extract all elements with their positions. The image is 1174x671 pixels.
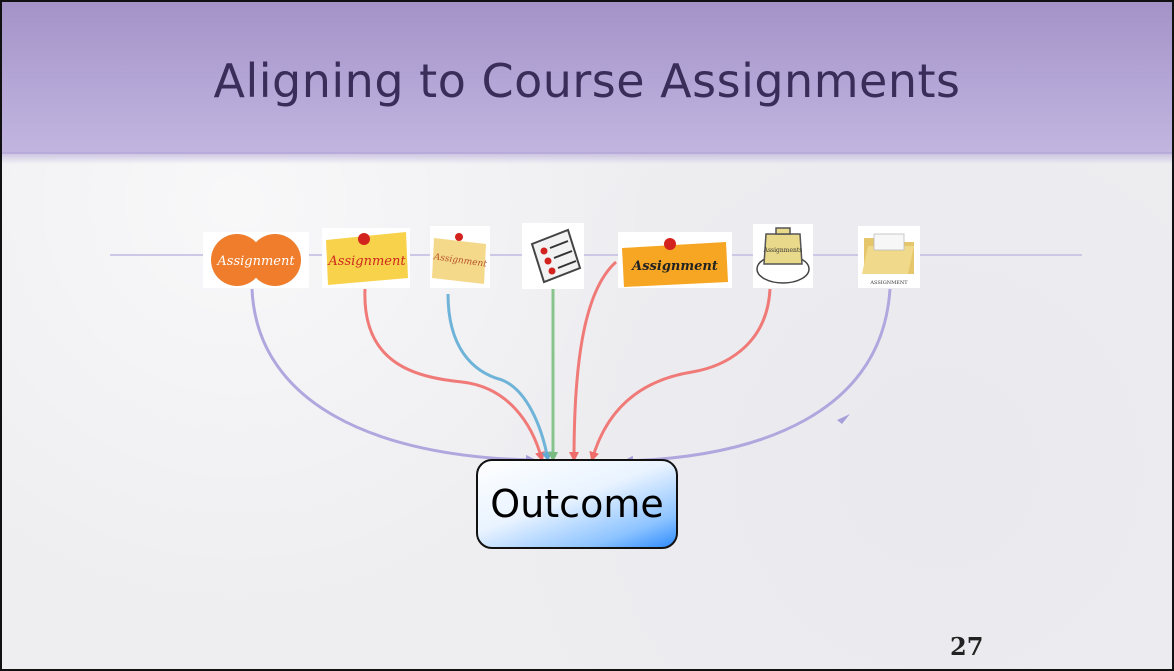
icon-label-6: Assignments	[763, 247, 803, 254]
icon-label-7: ASSIGNMENT	[869, 280, 908, 286]
icon-label-2: Assignment	[327, 254, 406, 269]
connector-7	[623, 288, 892, 466]
assignment-orange-note-icon: Assignment	[618, 232, 732, 288]
connector-6	[589, 288, 772, 462]
icon-label-1: Assignment	[216, 254, 295, 269]
assignment-folder-icon: ASSIGNMENT	[858, 226, 920, 288]
connector-1	[250, 288, 536, 465]
outcome-node: Outcome	[476, 459, 678, 549]
small-triangle-marker	[837, 414, 850, 424]
assignment-sticky-note-icon: Assignment	[322, 228, 410, 288]
title-bar: Aligning to Course Assignments	[2, 2, 1172, 164]
checklist-icon	[522, 223, 584, 289]
page-number: 27	[950, 632, 984, 661]
connector-3	[446, 293, 552, 462]
assignment-pinned-note-icon: Assignment	[430, 226, 490, 288]
icon-label-5: Assignment	[630, 259, 718, 274]
connector-2	[363, 288, 545, 462]
connector-5	[569, 260, 617, 462]
slide-title: Aligning to Course Assignments	[213, 54, 961, 108]
assignment-orange-circles-icon: Assignment	[203, 232, 309, 288]
assignment-weight-icon: Assignments	[753, 224, 813, 288]
